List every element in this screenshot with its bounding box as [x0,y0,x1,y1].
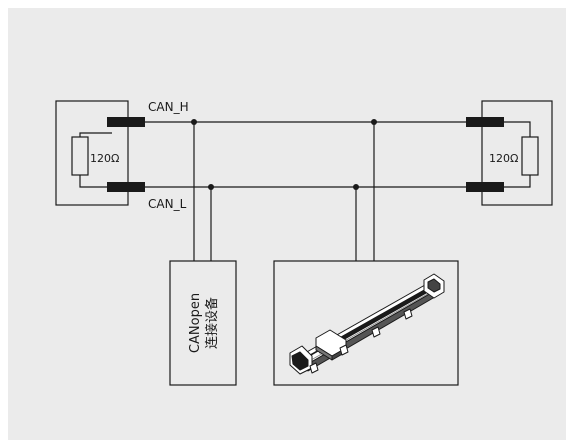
linear-actuator-icon [289,273,445,375]
canopen-device-label-line1: CANopen [188,293,203,353]
can-h-label: CAN_H [148,100,189,114]
left-connector-l [107,182,145,192]
right-connector-l [466,182,504,192]
left-resistor-label: 120Ω [90,152,119,165]
right-resistor-label: 120Ω [489,152,518,165]
right-terminator-box [481,100,553,206]
can-l-label: CAN_L [148,197,187,211]
canopen-device-box [169,260,237,386]
junction-dot [371,119,377,125]
junction-dot [191,119,197,125]
junction-dot [208,184,214,190]
left-terminator-box [55,100,129,206]
left-resistor [71,136,89,176]
junction-dot [353,184,359,190]
right-connector-h [466,117,504,127]
right-resistor [521,136,539,176]
canopen-device-label-line2: 连接设备 [204,297,220,349]
left-connector-h [107,117,145,127]
